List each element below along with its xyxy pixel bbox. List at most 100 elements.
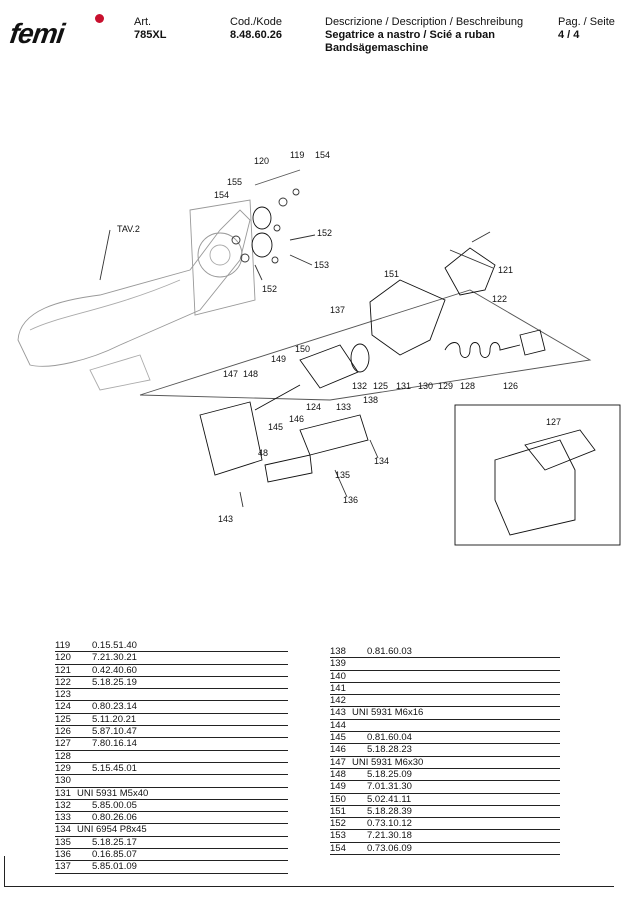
label-48: 48 xyxy=(258,448,268,458)
parts-row: 123 xyxy=(55,689,288,702)
part-code: 0.42.40.60 xyxy=(92,664,137,676)
logo-dot-icon xyxy=(95,14,104,23)
part-number: 137 xyxy=(55,861,71,873)
part-code: 7.21.30.18 xyxy=(367,830,412,842)
label-127: 127 xyxy=(546,417,561,427)
part-number: 120 xyxy=(55,652,71,664)
label-150: 150 xyxy=(295,344,310,354)
label-135: 135 xyxy=(335,470,350,480)
part-number: 128 xyxy=(55,750,71,762)
label-131: 131 xyxy=(396,381,411,391)
part-number: 152 xyxy=(330,818,346,830)
part-number: 144 xyxy=(330,719,346,731)
label-145: 145 xyxy=(268,422,283,432)
parts-row: 139 xyxy=(330,658,560,671)
part-number: 130 xyxy=(55,775,71,787)
part-number: 150 xyxy=(330,793,346,805)
part-number: 145 xyxy=(330,732,346,744)
bottom-rule xyxy=(4,886,614,887)
parts-row: 125 5.11.20.21 xyxy=(55,713,288,727)
label-154: 154 xyxy=(315,150,330,160)
part-number: 139 xyxy=(330,658,346,670)
parts-row: 133 0.80.26.06 xyxy=(55,812,288,825)
part-number: 135 xyxy=(55,836,71,848)
femi-logo: femi xyxy=(7,14,106,54)
part-number: 133 xyxy=(55,812,71,824)
exploded-parts-diagram: TAV.2 119 154 120 155 154 152 153 152 12… xyxy=(17,150,621,546)
label-126: 126 xyxy=(503,381,518,391)
part-code: 0.16.85.07 xyxy=(92,849,137,861)
code-value: 8.48.60.26 xyxy=(230,29,282,41)
part-number: 125 xyxy=(55,713,71,725)
parts-row: 121 0.42.40.60 xyxy=(55,665,288,677)
label-152-b: 152 xyxy=(262,284,277,294)
parts-row: 153 7.21.30.18 xyxy=(330,830,560,843)
label-122: 122 xyxy=(492,294,507,304)
label-129: 129 xyxy=(438,381,453,391)
label-149: 149 xyxy=(271,354,286,364)
part-code: 5.18.25.19 xyxy=(92,676,137,688)
label-136: 136 xyxy=(343,495,358,505)
page-label: Pag. / Seite xyxy=(558,16,615,28)
part-code: 5.87.10.47 xyxy=(92,726,137,738)
part-number: 153 xyxy=(330,830,346,842)
label-128: 128 xyxy=(460,381,475,391)
logo-text: femi xyxy=(7,18,66,49)
part-number: 146 xyxy=(330,744,346,756)
part-code: 7.80.16.14 xyxy=(92,738,137,750)
label-120: 120 xyxy=(254,156,269,166)
part-code: 5.11.20.21 xyxy=(92,713,137,725)
parts-row: 130 xyxy=(55,775,288,788)
part-code: 0.73.06.09 xyxy=(367,842,412,854)
part-number: 147 xyxy=(330,756,346,768)
part-number: 129 xyxy=(55,762,71,774)
article-label: Art. xyxy=(134,16,152,28)
margin-tick xyxy=(4,856,5,887)
code-label: Cod./Kode xyxy=(230,16,282,28)
label-tav2: TAV.2 xyxy=(117,224,140,234)
part-code: 5.18.25.17 xyxy=(92,836,137,848)
part-code: 5.18.28.23 xyxy=(367,744,412,756)
parts-row: 152 0.73.10.12 xyxy=(330,818,560,831)
part-code: 5.02.41.11 xyxy=(367,793,412,805)
part-code: 5.18.28.39 xyxy=(367,805,412,817)
description-line-2: Bandsägemaschine xyxy=(325,42,429,54)
code-block: Cod./Kode 8.48.60.26 xyxy=(230,16,282,42)
parts-row: 144 xyxy=(330,719,560,733)
description-line-1: Segatrice a nastro / Scié a ruban xyxy=(325,29,495,41)
part-number: 122 xyxy=(55,676,71,688)
part-code: 5.15.45.01 xyxy=(92,762,137,774)
article-value: 785XL xyxy=(134,29,167,41)
part-number: 119 xyxy=(55,640,71,651)
part-number: 151 xyxy=(330,805,346,817)
part-code: 5.18.25.09 xyxy=(367,768,412,780)
parts-row: 129 5.15.45.01 xyxy=(55,762,288,776)
label-148: 148 xyxy=(243,369,258,379)
description-label: Descrizione / Description / Beschreibung xyxy=(325,16,524,28)
part-number: 132 xyxy=(55,799,71,811)
part-number: 134 xyxy=(55,824,71,836)
part-number: 124 xyxy=(55,701,71,713)
label-152: 152 xyxy=(317,228,332,238)
part-number: 140 xyxy=(330,670,346,682)
part-number: 154 xyxy=(330,842,346,854)
label-154-b: 154 xyxy=(214,190,229,200)
label-125: 125 xyxy=(373,381,388,391)
part-number: 121 xyxy=(55,664,71,676)
label-132: 132 xyxy=(352,381,367,391)
label-130: 130 xyxy=(418,381,433,391)
label-151: 151 xyxy=(384,269,399,279)
parts-row: 154 0.73.06.09 xyxy=(330,842,560,856)
part-code: 0.80.26.06 xyxy=(92,812,137,824)
page-block: Pag. / Seite 4 / 4 xyxy=(558,16,615,42)
part-number: 123 xyxy=(55,689,71,701)
part-code: 0.73.10.12 xyxy=(367,818,412,830)
